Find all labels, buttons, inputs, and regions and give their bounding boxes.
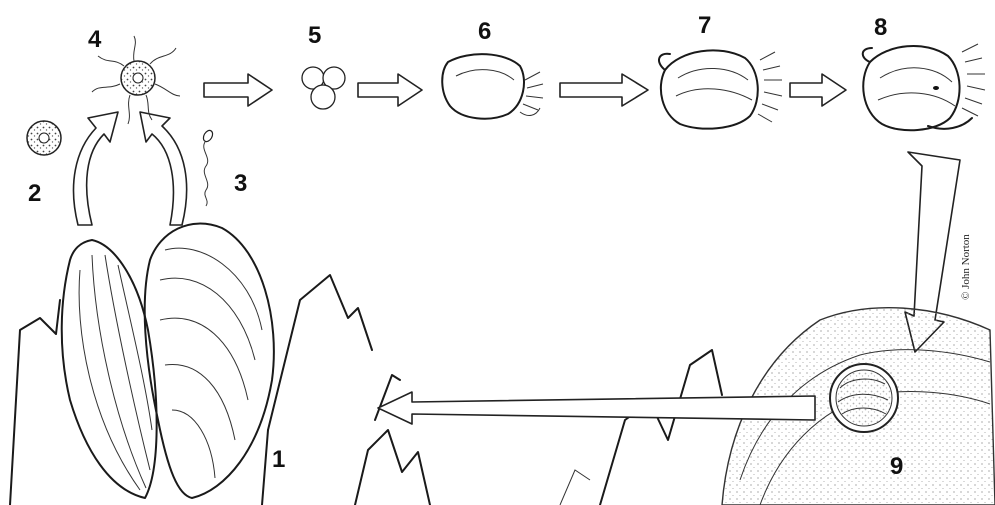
embryo-cell-cluster xyxy=(302,67,345,109)
arrow-back-to-adult xyxy=(378,392,815,424)
egg-cell xyxy=(27,121,61,155)
curved-arrows-to-fertilization xyxy=(74,112,187,225)
sperm-cell xyxy=(202,129,215,206)
stage-arrows xyxy=(204,74,846,106)
stage-label-3: 3 xyxy=(234,172,247,196)
stage-label-9: 9 xyxy=(890,455,903,479)
stage-label-4: 4 xyxy=(88,28,101,52)
stage-label-5: 5 xyxy=(308,24,321,48)
stage-label-2: 2 xyxy=(28,182,41,206)
stage-label-8: 8 xyxy=(874,16,887,40)
umbo-larva xyxy=(659,50,782,128)
stage-label-6: 6 xyxy=(478,20,491,44)
adult-oysters xyxy=(10,224,430,505)
stage-label-1: 1 xyxy=(272,448,285,472)
fertilized-egg xyxy=(92,36,180,124)
d-veliger-larva xyxy=(442,54,543,119)
stage-label-7: 7 xyxy=(698,14,711,38)
copyright-notice: © John Norton xyxy=(960,100,972,300)
